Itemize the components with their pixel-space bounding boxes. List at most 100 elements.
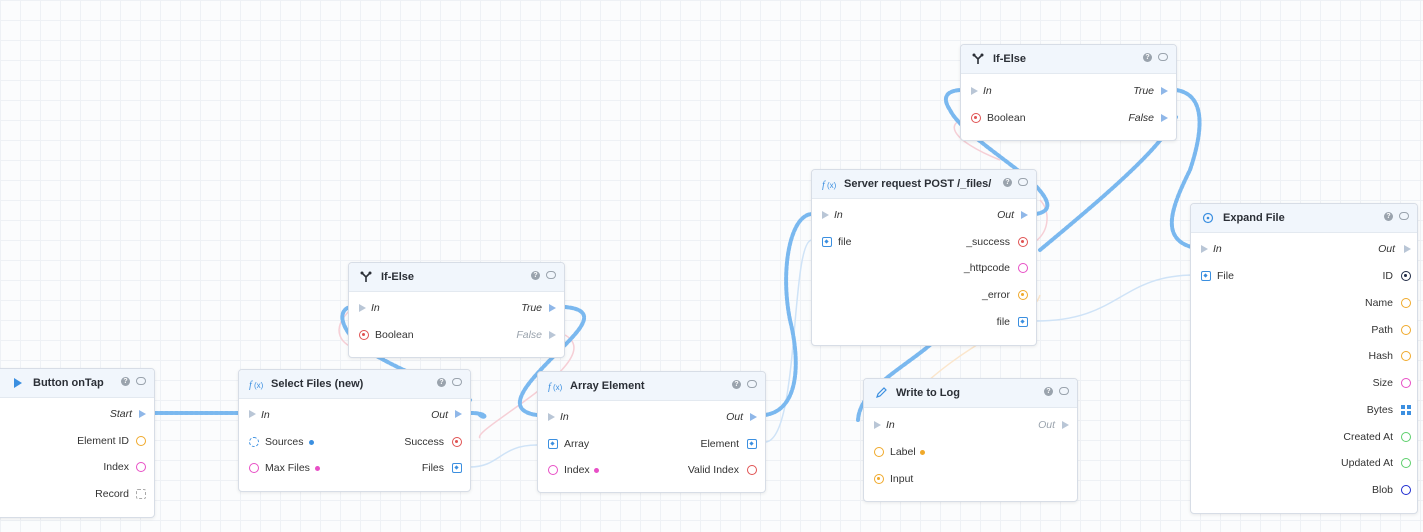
comment-icon[interactable] xyxy=(1018,178,1028,186)
output-pin[interactable] xyxy=(452,437,462,447)
input-pin[interactable] xyxy=(249,437,259,447)
node-header[interactable]: Button onTap ? xyxy=(0,369,154,398)
pin-label: Updated At xyxy=(1341,457,1393,469)
exec-out-pin[interactable] xyxy=(549,304,556,312)
pin-label: Element ID xyxy=(77,435,129,447)
input-pin[interactable] xyxy=(359,330,369,340)
exec-out-pin[interactable] xyxy=(1161,87,1168,95)
output-pin[interactable] xyxy=(452,463,462,473)
output-pin[interactable] xyxy=(1018,263,1028,273)
help-icon[interactable]: ? xyxy=(531,271,540,280)
node-if-else[interactable]: If-Else ? In True Boolean False xyxy=(348,262,565,358)
comment-icon[interactable] xyxy=(747,380,757,388)
help-icon[interactable]: ? xyxy=(121,377,130,386)
exec-in-pin[interactable] xyxy=(822,211,829,219)
output-pin[interactable] xyxy=(1401,405,1411,415)
node-header[interactable]: Write to Log ? xyxy=(864,379,1077,408)
exec-out-pin[interactable] xyxy=(1062,421,1069,429)
node-expand-file[interactable]: Expand File ? In Out File ID Name Path H… xyxy=(1190,203,1418,514)
exec-in-pin[interactable] xyxy=(249,410,256,418)
input-pin[interactable] xyxy=(548,465,558,475)
output-pin[interactable] xyxy=(1401,351,1411,361)
input-pin[interactable] xyxy=(548,439,558,449)
pin-label: file xyxy=(996,316,1010,328)
pin-label: Array xyxy=(564,438,590,450)
pin-label: Boolean xyxy=(375,329,414,341)
exec-out-pin[interactable] xyxy=(549,331,556,339)
comment-icon[interactable] xyxy=(452,378,462,386)
pin-label: In xyxy=(1213,243,1222,255)
pin-label: Path xyxy=(1371,324,1393,336)
output-pin[interactable] xyxy=(1401,485,1411,495)
exec-out-pin[interactable] xyxy=(1404,245,1411,253)
exec-out-pin[interactable] xyxy=(455,410,462,418)
node-header[interactable]: f(x) Array Element ? xyxy=(538,372,765,401)
help-icon[interactable]: ? xyxy=(1003,178,1012,187)
input-pin[interactable] xyxy=(874,447,884,457)
comment-icon[interactable] xyxy=(136,377,146,385)
node-header[interactable]: Expand File ? xyxy=(1191,204,1417,233)
input-pin[interactable] xyxy=(249,463,259,473)
output-pin[interactable] xyxy=(1401,325,1411,335)
exec-out-pin[interactable] xyxy=(1021,211,1028,219)
node-write-to-log[interactable]: Write to Log ? In Out Label Input xyxy=(863,378,1078,502)
exec-in-pin[interactable] xyxy=(971,87,978,95)
input-pin[interactable] xyxy=(822,237,832,247)
exec-out-pin[interactable] xyxy=(139,410,146,418)
pin-label: file xyxy=(838,236,852,248)
output-pin[interactable] xyxy=(1401,298,1411,308)
node-header[interactable]: f(x) Server request POST /_files/ ? xyxy=(812,170,1036,199)
comment-icon[interactable] xyxy=(1158,53,1168,61)
exec-in-pin[interactable] xyxy=(1201,245,1208,253)
pin-label: Out xyxy=(997,209,1014,221)
output-pin[interactable] xyxy=(136,462,146,472)
node-server-request[interactable]: f(x) Server request POST /_files/ ? In O… xyxy=(811,169,1037,346)
exec-out-pin[interactable] xyxy=(1161,114,1168,122)
input-pin[interactable] xyxy=(971,113,981,123)
pin-label: Index xyxy=(564,464,590,476)
output-pin[interactable] xyxy=(1018,317,1028,327)
output-pin[interactable] xyxy=(1401,458,1411,468)
comment-icon[interactable] xyxy=(1059,387,1069,395)
output-pin[interactable] xyxy=(136,436,146,446)
node-title: Array Element xyxy=(570,380,645,392)
output-pin[interactable] xyxy=(1018,290,1028,300)
node-header[interactable]: f(x) Select Files (new) ? xyxy=(239,370,470,399)
input-indicator xyxy=(309,440,314,445)
node-header[interactable]: If-Else ? xyxy=(961,45,1176,74)
exec-out-pin[interactable] xyxy=(750,413,757,421)
exec-in-pin[interactable] xyxy=(548,413,555,421)
output-pin[interactable] xyxy=(1018,237,1028,247)
output-pin[interactable] xyxy=(136,489,146,499)
data-wire xyxy=(1035,199,1048,242)
output-pin[interactable] xyxy=(747,439,757,449)
input-pin[interactable] xyxy=(1201,271,1211,281)
svg-text:(x): (x) xyxy=(827,181,836,190)
node-if-else[interactable]: If-Else ? In True Boolean False xyxy=(960,44,1177,141)
help-icon[interactable]: ? xyxy=(1384,212,1393,221)
pin-label: Sources xyxy=(265,436,304,448)
help-icon[interactable]: ? xyxy=(437,378,446,387)
help-icon[interactable]: ? xyxy=(1044,387,1053,396)
exec-in-pin[interactable] xyxy=(359,304,366,312)
node-select-files[interactable]: f(x) Select Files (new) ? In Out Sources… xyxy=(238,369,471,492)
exec-in-pin[interactable] xyxy=(874,421,881,429)
input-pin[interactable] xyxy=(874,474,884,484)
input-indicator xyxy=(920,450,925,455)
pin-label: Size xyxy=(1372,377,1393,389)
comment-icon[interactable] xyxy=(1399,212,1409,220)
node-header[interactable]: If-Else ? xyxy=(349,263,564,292)
pin-label: Out xyxy=(726,411,743,423)
output-pin[interactable] xyxy=(1401,432,1411,442)
output-pin[interactable] xyxy=(747,465,757,475)
node-array-element[interactable]: f(x) Array Element ? In Out Array Elemen… xyxy=(537,371,766,493)
output-pin[interactable] xyxy=(1401,271,1411,281)
pencil-icon xyxy=(874,386,888,400)
help-icon[interactable]: ? xyxy=(732,380,741,389)
node-title: Select Files (new) xyxy=(271,378,364,390)
output-pin[interactable] xyxy=(1401,378,1411,388)
help-icon[interactable]: ? xyxy=(1143,53,1152,62)
pin-label: Record xyxy=(95,488,129,500)
node-button-ontap[interactable]: Button onTap ? Start Element ID Index Re… xyxy=(0,368,155,518)
comment-icon[interactable] xyxy=(546,271,556,279)
